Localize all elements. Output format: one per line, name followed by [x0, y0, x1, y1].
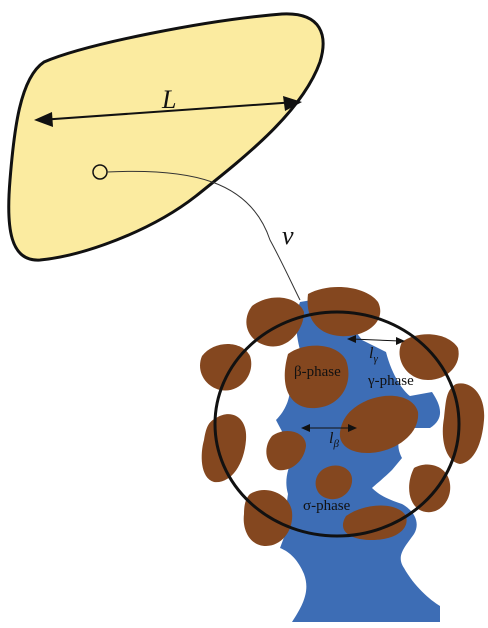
beta-phase-label: β-phase	[294, 364, 341, 380]
brown-grain	[443, 383, 484, 464]
sigma-phase-label: σ-phase	[303, 498, 351, 514]
volume-label: ν	[282, 221, 294, 250]
gamma-phase-label: γ-phase	[367, 373, 414, 389]
brown-grain	[409, 465, 450, 513]
brown-grain	[202, 414, 246, 482]
macroscopic-body	[9, 14, 323, 260]
length-label: L	[161, 85, 176, 114]
